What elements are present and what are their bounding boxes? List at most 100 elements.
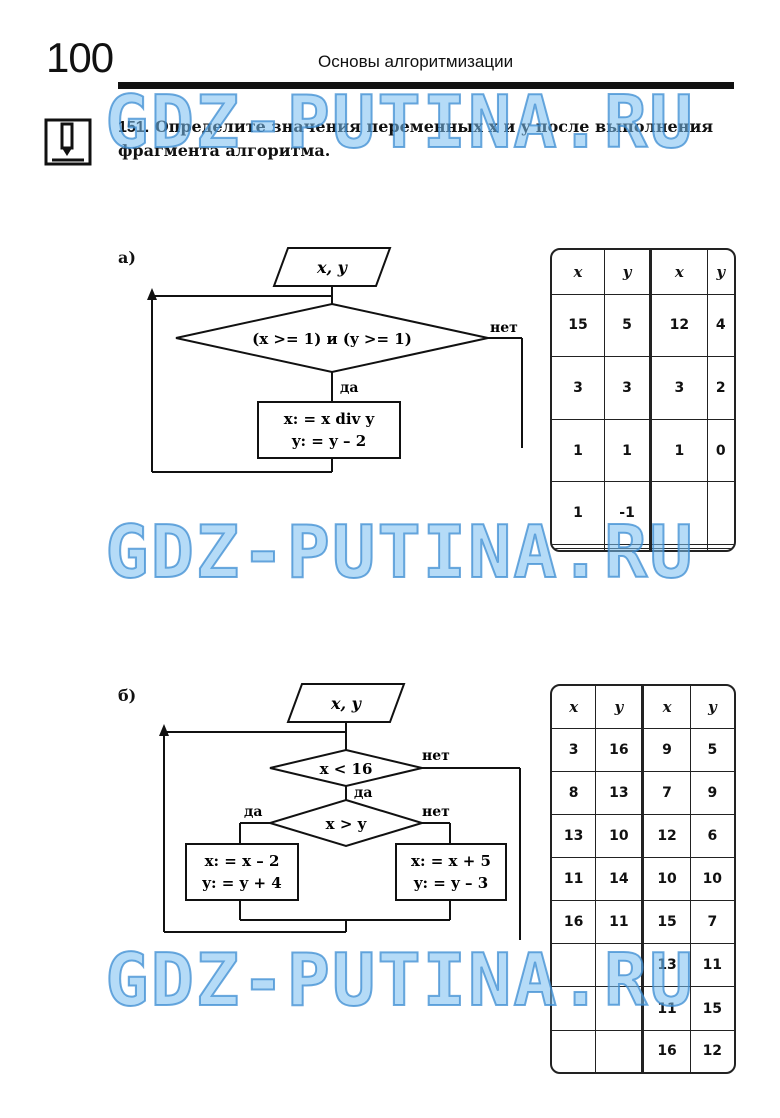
table-cell xyxy=(649,481,708,545)
table-cell xyxy=(706,481,734,545)
col-header: x xyxy=(649,250,708,295)
running-head: Основы алгоритмизации xyxy=(318,52,514,71)
table-cell xyxy=(595,986,644,1031)
table-cell: 1 xyxy=(649,418,708,483)
left-action-line1: x: = x – 2 xyxy=(205,852,280,870)
table-cell: 15 xyxy=(552,293,605,358)
col-header: x xyxy=(552,250,605,295)
table-cell: 12 xyxy=(689,1029,734,1072)
table-cell: 4 xyxy=(706,293,734,358)
table-cell: 9 xyxy=(689,770,734,815)
table-cell: 6 xyxy=(689,813,734,858)
table-cell: 1 xyxy=(552,418,605,483)
no-label-a: нет xyxy=(490,320,518,336)
io-block-a-text: x, y xyxy=(316,258,349,277)
table-cell: 10 xyxy=(689,856,734,902)
task-text: Определите значения переменных x и y пос… xyxy=(118,117,714,160)
condition-a-text: (x >= 1) и (y >= 1) xyxy=(252,330,412,348)
table-cell: 15 xyxy=(689,986,734,1031)
page-number: 100 xyxy=(46,34,114,81)
table-row: 11 14 10 10 xyxy=(552,856,734,902)
arrow-up-icon xyxy=(147,288,157,300)
table-cell: 7 xyxy=(689,900,734,945)
yes-inner-label: да xyxy=(244,804,262,820)
table-cell xyxy=(706,547,734,550)
col-header: y xyxy=(689,686,734,729)
task-number: 151. xyxy=(118,119,150,136)
arrow-up-icon xyxy=(159,724,169,736)
table-row xyxy=(552,547,734,550)
left-action-box xyxy=(185,843,299,901)
col-header: y xyxy=(706,250,734,295)
table-cell: 11 xyxy=(552,856,597,902)
col-header: x xyxy=(641,686,691,729)
table-cell: 7 xyxy=(641,770,691,815)
table-cell: 3 xyxy=(552,727,597,772)
pencil-task-icon xyxy=(44,118,92,166)
table-cell: 9 xyxy=(641,727,691,772)
table-cell: 5 xyxy=(603,293,652,358)
header-rule xyxy=(118,82,734,89)
condition-b-inner-text: x > y xyxy=(326,815,368,833)
table-cell: 13 xyxy=(641,943,691,988)
table-cell: 3 xyxy=(649,356,708,420)
col-header: x xyxy=(552,686,597,729)
table-cell: 1 xyxy=(552,481,605,545)
action-a-line1: x: = x div y xyxy=(284,410,376,428)
condition-diamond-b-inner xyxy=(266,798,426,848)
table-cell: 3 xyxy=(552,356,605,420)
right-action-line1: x: = x + 5 xyxy=(411,852,491,870)
table-cell xyxy=(552,943,597,988)
table-row: 16 12 xyxy=(552,1029,734,1072)
table-row: 8 13 7 9 xyxy=(552,770,734,815)
table-cell: 2 xyxy=(706,356,734,420)
task-statement: 151. Определите значения переменных x и … xyxy=(118,115,738,162)
io-block-b-text: x, y xyxy=(330,694,363,713)
table-cell: 13 xyxy=(552,813,597,858)
part-a-label: а) xyxy=(118,248,136,267)
table-cell: -1 xyxy=(603,481,652,545)
io-block-a xyxy=(272,247,392,287)
table-row: 16 11 15 7 xyxy=(552,900,734,945)
condition-b-outer-text: x < 16 xyxy=(320,760,373,778)
table-row: 13 11 xyxy=(552,943,734,988)
table-cell: 12 xyxy=(641,813,691,858)
table-cell: 1 xyxy=(603,418,652,483)
table-cell: 10 xyxy=(641,856,691,902)
table-row: 15 5 12 4 xyxy=(552,293,734,358)
table-cell: 14 xyxy=(595,856,644,902)
table-cell: 11 xyxy=(595,900,644,945)
table-cell: 0 xyxy=(706,418,734,483)
part-b-label: б) xyxy=(118,686,137,705)
col-header: y xyxy=(595,686,644,729)
left-action-line2: y: = y + 4 xyxy=(201,874,281,892)
table-row: 13 10 12 6 xyxy=(552,813,734,858)
table-cell xyxy=(552,547,605,550)
table-cell: 16 xyxy=(552,900,597,945)
trace-table-b: x y x y 3 16 9 5 8 13 7 9 13 10 12 6 11 … xyxy=(550,684,736,1074)
action-a-line2: y: = y – 2 xyxy=(291,432,366,450)
table-cell xyxy=(595,943,644,988)
table-cell: 12 xyxy=(649,293,708,358)
flowchart-b: x, y x < 16 нет да x > y да нет x: = x –… xyxy=(159,683,521,940)
table-cell xyxy=(649,547,708,550)
table-cell: 11 xyxy=(689,943,734,988)
table-cell: 3 xyxy=(603,356,652,420)
yes-label-a: да xyxy=(340,380,358,396)
table-cell xyxy=(603,547,652,550)
no-inner-label: нет xyxy=(422,804,450,820)
table-cell: 13 xyxy=(595,770,644,815)
right-action-line2: y: = y – 3 xyxy=(413,874,488,892)
trace-table-a: x y x y 15 5 12 4 3 3 3 2 1 1 1 0 1 -1 xyxy=(550,248,736,552)
yes-outer-label: да xyxy=(354,785,372,801)
flowchart-a: x, y (x >= 1) и (y >= 1) нет да x: = x d… xyxy=(147,247,523,473)
table-row: 1 -1 xyxy=(552,481,734,545)
col-header: y xyxy=(603,250,652,295)
action-box-a xyxy=(257,401,401,459)
table-cell: 16 xyxy=(595,727,644,772)
trace-table-b-grid: x y x y 3 16 9 5 8 13 7 9 13 10 12 6 11 … xyxy=(552,686,734,1072)
table-row: 1 1 1 0 xyxy=(552,418,734,483)
io-block-b xyxy=(286,683,406,723)
table-cell: 15 xyxy=(641,900,691,945)
no-outer-label: нет xyxy=(422,748,450,764)
